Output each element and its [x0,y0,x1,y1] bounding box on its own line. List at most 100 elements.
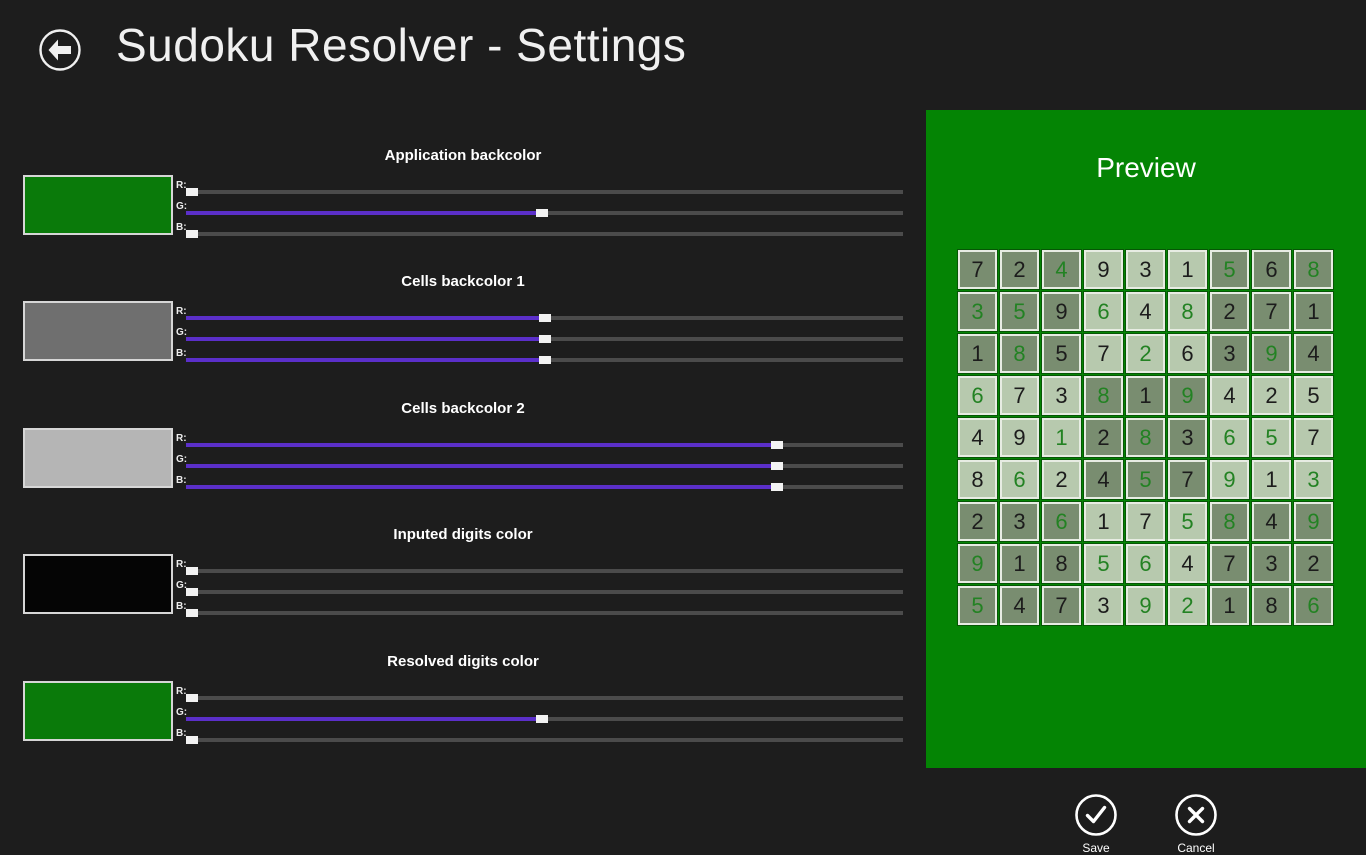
section-title: Resolved digits color [387,653,539,670]
sudoku-cell: 7 [1125,501,1166,542]
slider-track-b[interactable] [186,230,903,238]
slider-label: R: [176,180,187,191]
sudoku-cell: 5 [957,585,998,626]
sudoku-cell: 4 [1041,249,1082,290]
sudoku-cell: 4 [999,585,1040,626]
sudoku-cell: 4 [1209,375,1250,416]
slider-thumb[interactable] [186,736,198,744]
slider-thumb[interactable] [186,588,198,596]
sudoku-cell: 9 [1167,375,1208,416]
cancel-button[interactable]: Cancel [1151,792,1241,855]
slider-thumb[interactable] [538,314,551,322]
sudoku-cell: 2 [1167,585,1208,626]
sudoku-cell: 9 [1125,585,1166,626]
sudoku-cell: 6 [1167,333,1208,374]
slider-fill [186,211,543,215]
slider-track-b[interactable] [186,483,903,491]
slider-thumb[interactable] [771,441,784,449]
sudoku-cell: 3 [957,291,998,332]
slider-label: R: [176,306,187,317]
sudoku-cell: 9 [1209,459,1250,500]
slider-track-r[interactable] [186,314,903,322]
slider-label: G: [176,454,188,465]
slider-thumb[interactable] [538,356,551,364]
sudoku-cell: 7 [1209,543,1250,584]
slider-thumb[interactable] [538,335,551,343]
slider-track-b[interactable] [186,736,903,744]
sudoku-cell: 7 [1167,459,1208,500]
sudoku-cell: 8 [1167,291,1208,332]
slider-track-r[interactable] [186,694,903,702]
slider-label: G: [176,201,188,212]
sudoku-cell: 8 [1251,585,1292,626]
sudoku-cell: 7 [1293,417,1334,458]
sudoku-cell: 1 [957,333,998,374]
color-swatch [23,428,173,488]
sudoku-cell: 2 [999,249,1040,290]
slider-fill [186,316,545,320]
slider-track-r[interactable] [186,567,903,575]
preview-title: Preview [1096,152,1196,183]
sudoku-cell: 4 [1167,543,1208,584]
slider-thumb[interactable] [186,694,198,702]
slider-track-r[interactable] [186,188,903,196]
color-swatch [23,301,173,361]
sudoku-cell: 2 [1125,333,1166,374]
slider-thumb[interactable] [186,188,198,196]
slider-track-r[interactable] [186,441,903,449]
slider-track-b[interactable] [186,609,903,617]
sudoku-cell: 8 [1293,249,1334,290]
back-button[interactable] [38,28,82,72]
color-swatch [23,681,173,741]
sudoku-cell: 9 [957,543,998,584]
slider-label: G: [176,327,188,338]
sudoku-cell: 2 [1251,375,1292,416]
sudoku-cell: 3 [999,501,1040,542]
slider-thumb[interactable] [186,230,198,238]
slider-label: B: [176,475,187,486]
slider-thumb[interactable] [536,209,549,217]
sudoku-cell: 4 [1251,501,1292,542]
slider-thumb[interactable] [771,483,784,491]
sudoku-cell: 6 [1083,291,1124,332]
sudoku-cell: 7 [1251,291,1292,332]
save-button[interactable]: Save [1051,792,1141,855]
sudoku-cell: 2 [1209,291,1250,332]
color-swatch [23,175,173,235]
sudoku-cell: 4 [957,417,998,458]
slider-thumb[interactable] [186,609,198,617]
slider-thumb[interactable] [186,567,198,575]
sudoku-cell: 9 [1293,501,1334,542]
section-title: Inputed digits color [393,526,533,543]
sudoku-cell: 4 [1293,333,1334,374]
page-title: Sudoku Resolver - Settings [116,19,687,71]
sudoku-cell: 1 [1209,585,1250,626]
slider-track-g[interactable] [186,715,903,723]
sudoku-cell: 7 [957,249,998,290]
slider-thumb[interactable] [771,462,784,470]
sudoku-cell: 9 [1251,333,1292,374]
sudoku-cell: 8 [1209,501,1250,542]
slider-track-g[interactable] [186,588,903,596]
slider-label: R: [176,433,187,444]
slider-track-b[interactable] [186,356,903,364]
sudoku-cell: 6 [1251,249,1292,290]
sudoku-cell: 2 [1041,459,1082,500]
sudoku-cell: 8 [1041,543,1082,584]
slider-track-g[interactable] [186,462,903,470]
slider-thumb[interactable] [536,715,549,723]
sudoku-cell: 6 [999,459,1040,500]
sudoku-cell: 8 [1083,375,1124,416]
color-swatch [23,554,173,614]
sudoku-cell: 1 [1167,249,1208,290]
slider-track-g[interactable] [186,335,903,343]
slider-track-g[interactable] [186,209,903,217]
sudoku-cell: 3 [1167,417,1208,458]
sudoku-cell: 7 [999,375,1040,416]
app-header: Sudoku Resolver - Settings [0,0,926,110]
